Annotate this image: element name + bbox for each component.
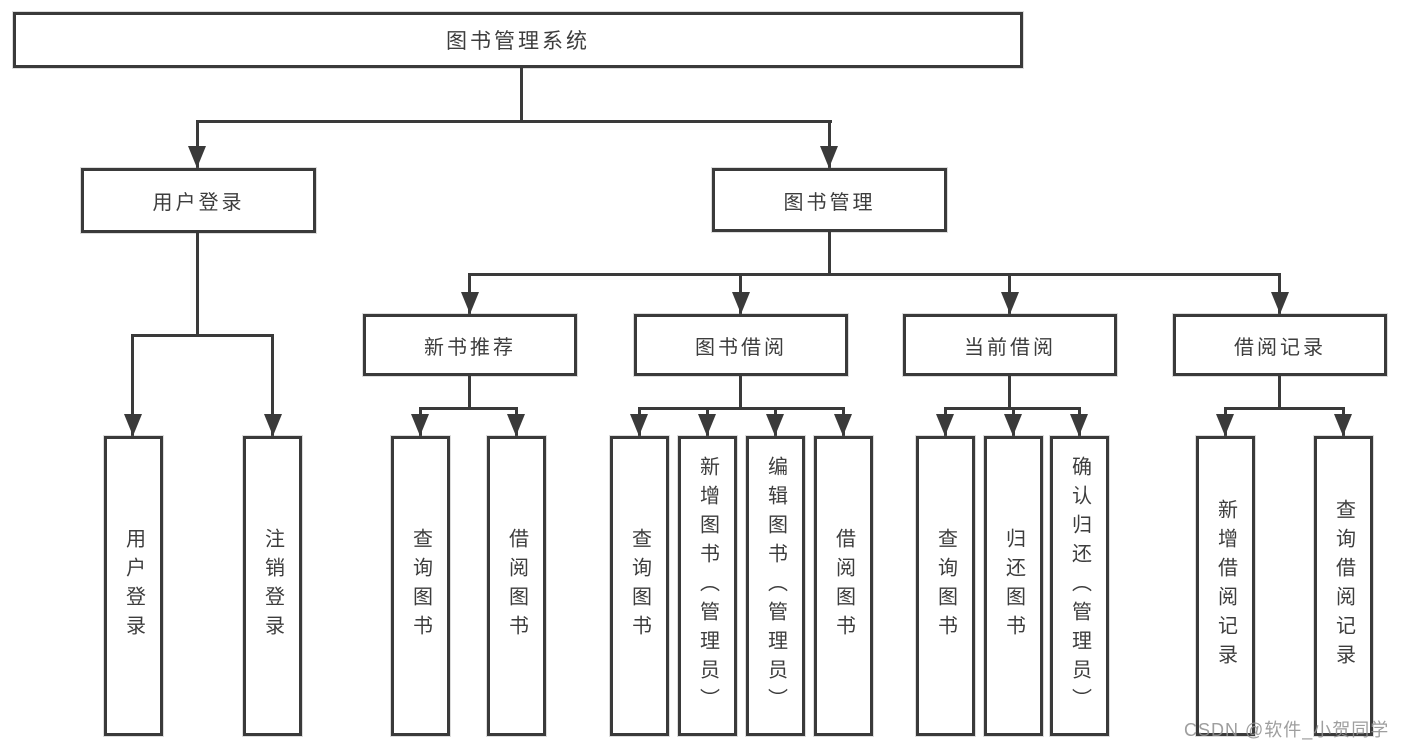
arrowhead-leaf xyxy=(834,414,852,436)
node-label: 当前借阅 xyxy=(964,336,1056,359)
node-library-management-system: 图书管理系统 xyxy=(13,12,1023,68)
connector-user-login-drop xyxy=(196,233,199,337)
node-borrow-records: 借阅记录 xyxy=(1173,314,1387,376)
leaf-label: 查询图书 xyxy=(934,528,957,644)
arrowhead-leaf-login xyxy=(124,414,142,436)
connector-user-login-split xyxy=(131,334,274,337)
leaf-label: 借阅图书 xyxy=(505,528,528,644)
node-label: 用户登录 xyxy=(152,192,245,214)
leaf-confirm-return-admin: 确认归还（管理员） xyxy=(1050,436,1109,736)
arrowhead-book-mgmt xyxy=(820,146,838,168)
leaf-label: 归还图书 xyxy=(1002,528,1025,644)
node-label: 图书管理系统 xyxy=(446,30,590,53)
leaf-query-books-borrow: 查询图书 xyxy=(610,436,669,736)
leaf-query-books-current: 查询图书 xyxy=(916,436,975,736)
leaf-label: 新增借阅记录 xyxy=(1214,499,1237,673)
leaf-edit-book-admin: 编辑图书（管理员） xyxy=(746,436,805,736)
node-book-management: 图书管理 xyxy=(712,168,947,232)
leaf-borrow-books-recommend: 借阅图书 xyxy=(487,436,546,736)
connector-book-borrow-drop xyxy=(739,376,742,410)
node-label: 新书推荐 xyxy=(424,336,516,359)
connector-root-drop xyxy=(520,68,523,123)
arrowhead-book-borrow xyxy=(732,292,750,314)
arrowhead-leaf-logout xyxy=(264,414,282,436)
leaf-label: 注销登录 xyxy=(261,528,284,644)
connector-level1-split xyxy=(196,120,832,123)
connector-current-borrow-drop xyxy=(1008,376,1011,410)
leaf-label: 用户登录 xyxy=(122,528,145,644)
leaf-label: 查询图书 xyxy=(628,528,651,644)
arrowhead-leaf xyxy=(1070,414,1088,436)
connector-new-book-drop xyxy=(468,376,471,410)
arrowhead-leaf xyxy=(1216,414,1234,436)
csdn-watermark: CSDN @软件_小贺同学 xyxy=(1184,720,1390,740)
leaf-label: 查询图书 xyxy=(409,528,432,644)
leaf-return-books: 归还图书 xyxy=(984,436,1043,736)
arrowhead-user-login xyxy=(188,146,206,168)
leaf-label: 查询借阅记录 xyxy=(1332,499,1355,673)
connector-stem-leaf-logout xyxy=(271,334,274,436)
connector-book-borrow-split xyxy=(638,407,845,410)
leaf-add-book-admin: 新增图书（管理员） xyxy=(678,436,737,736)
leaf-user-login: 用户登录 xyxy=(104,436,163,736)
leaf-label: 借阅图书 xyxy=(832,528,855,644)
leaf-query-books-recommend: 查询图书 xyxy=(391,436,450,736)
leaf-borrow-books: 借阅图书 xyxy=(814,436,873,736)
node-label: 借阅记录 xyxy=(1234,336,1326,359)
connector-stem-user-login xyxy=(196,120,199,168)
node-new-book-recommend: 新书推荐 xyxy=(363,314,577,376)
connector-level3-split xyxy=(468,273,1281,276)
arrowhead-leaf xyxy=(698,414,716,436)
arrowhead-leaf xyxy=(936,414,954,436)
leaf-label: 新增图书（管理员） xyxy=(696,455,719,717)
leaf-label: 确认归还（管理员） xyxy=(1068,455,1091,717)
connector-stem-leaf-login xyxy=(131,334,134,436)
node-user-login: 用户登录 xyxy=(81,168,316,233)
arrowhead-leaf xyxy=(766,414,784,436)
node-label: 图书借阅 xyxy=(695,336,787,359)
arrowhead-leaf xyxy=(1004,414,1022,436)
connector-borrow-records-drop xyxy=(1278,376,1281,410)
leaf-logout: 注销登录 xyxy=(243,436,302,736)
leaf-query-borrow-record: 查询借阅记录 xyxy=(1314,436,1373,736)
arrowhead-borrow-records xyxy=(1271,292,1289,314)
arrowhead-current-borrow xyxy=(1001,292,1019,314)
arrowhead-new-book xyxy=(461,292,479,314)
arrowhead-leaf xyxy=(630,414,648,436)
arrowhead-leaf xyxy=(411,414,429,436)
connector-book-mgmt-drop xyxy=(828,232,831,276)
arrowhead-leaf xyxy=(507,414,525,436)
node-current-borrow: 当前借阅 xyxy=(903,314,1117,376)
connector-new-book-split xyxy=(419,407,518,410)
connector-borrow-records-split xyxy=(1224,407,1345,410)
arrowhead-leaf xyxy=(1334,414,1352,436)
node-label: 图书管理 xyxy=(783,191,876,214)
node-book-borrow: 图书借阅 xyxy=(634,314,848,376)
connector-stem-book-mgmt xyxy=(828,120,831,168)
leaf-add-borrow-record: 新增借阅记录 xyxy=(1196,436,1255,736)
leaf-label: 编辑图书（管理员） xyxy=(764,455,787,717)
